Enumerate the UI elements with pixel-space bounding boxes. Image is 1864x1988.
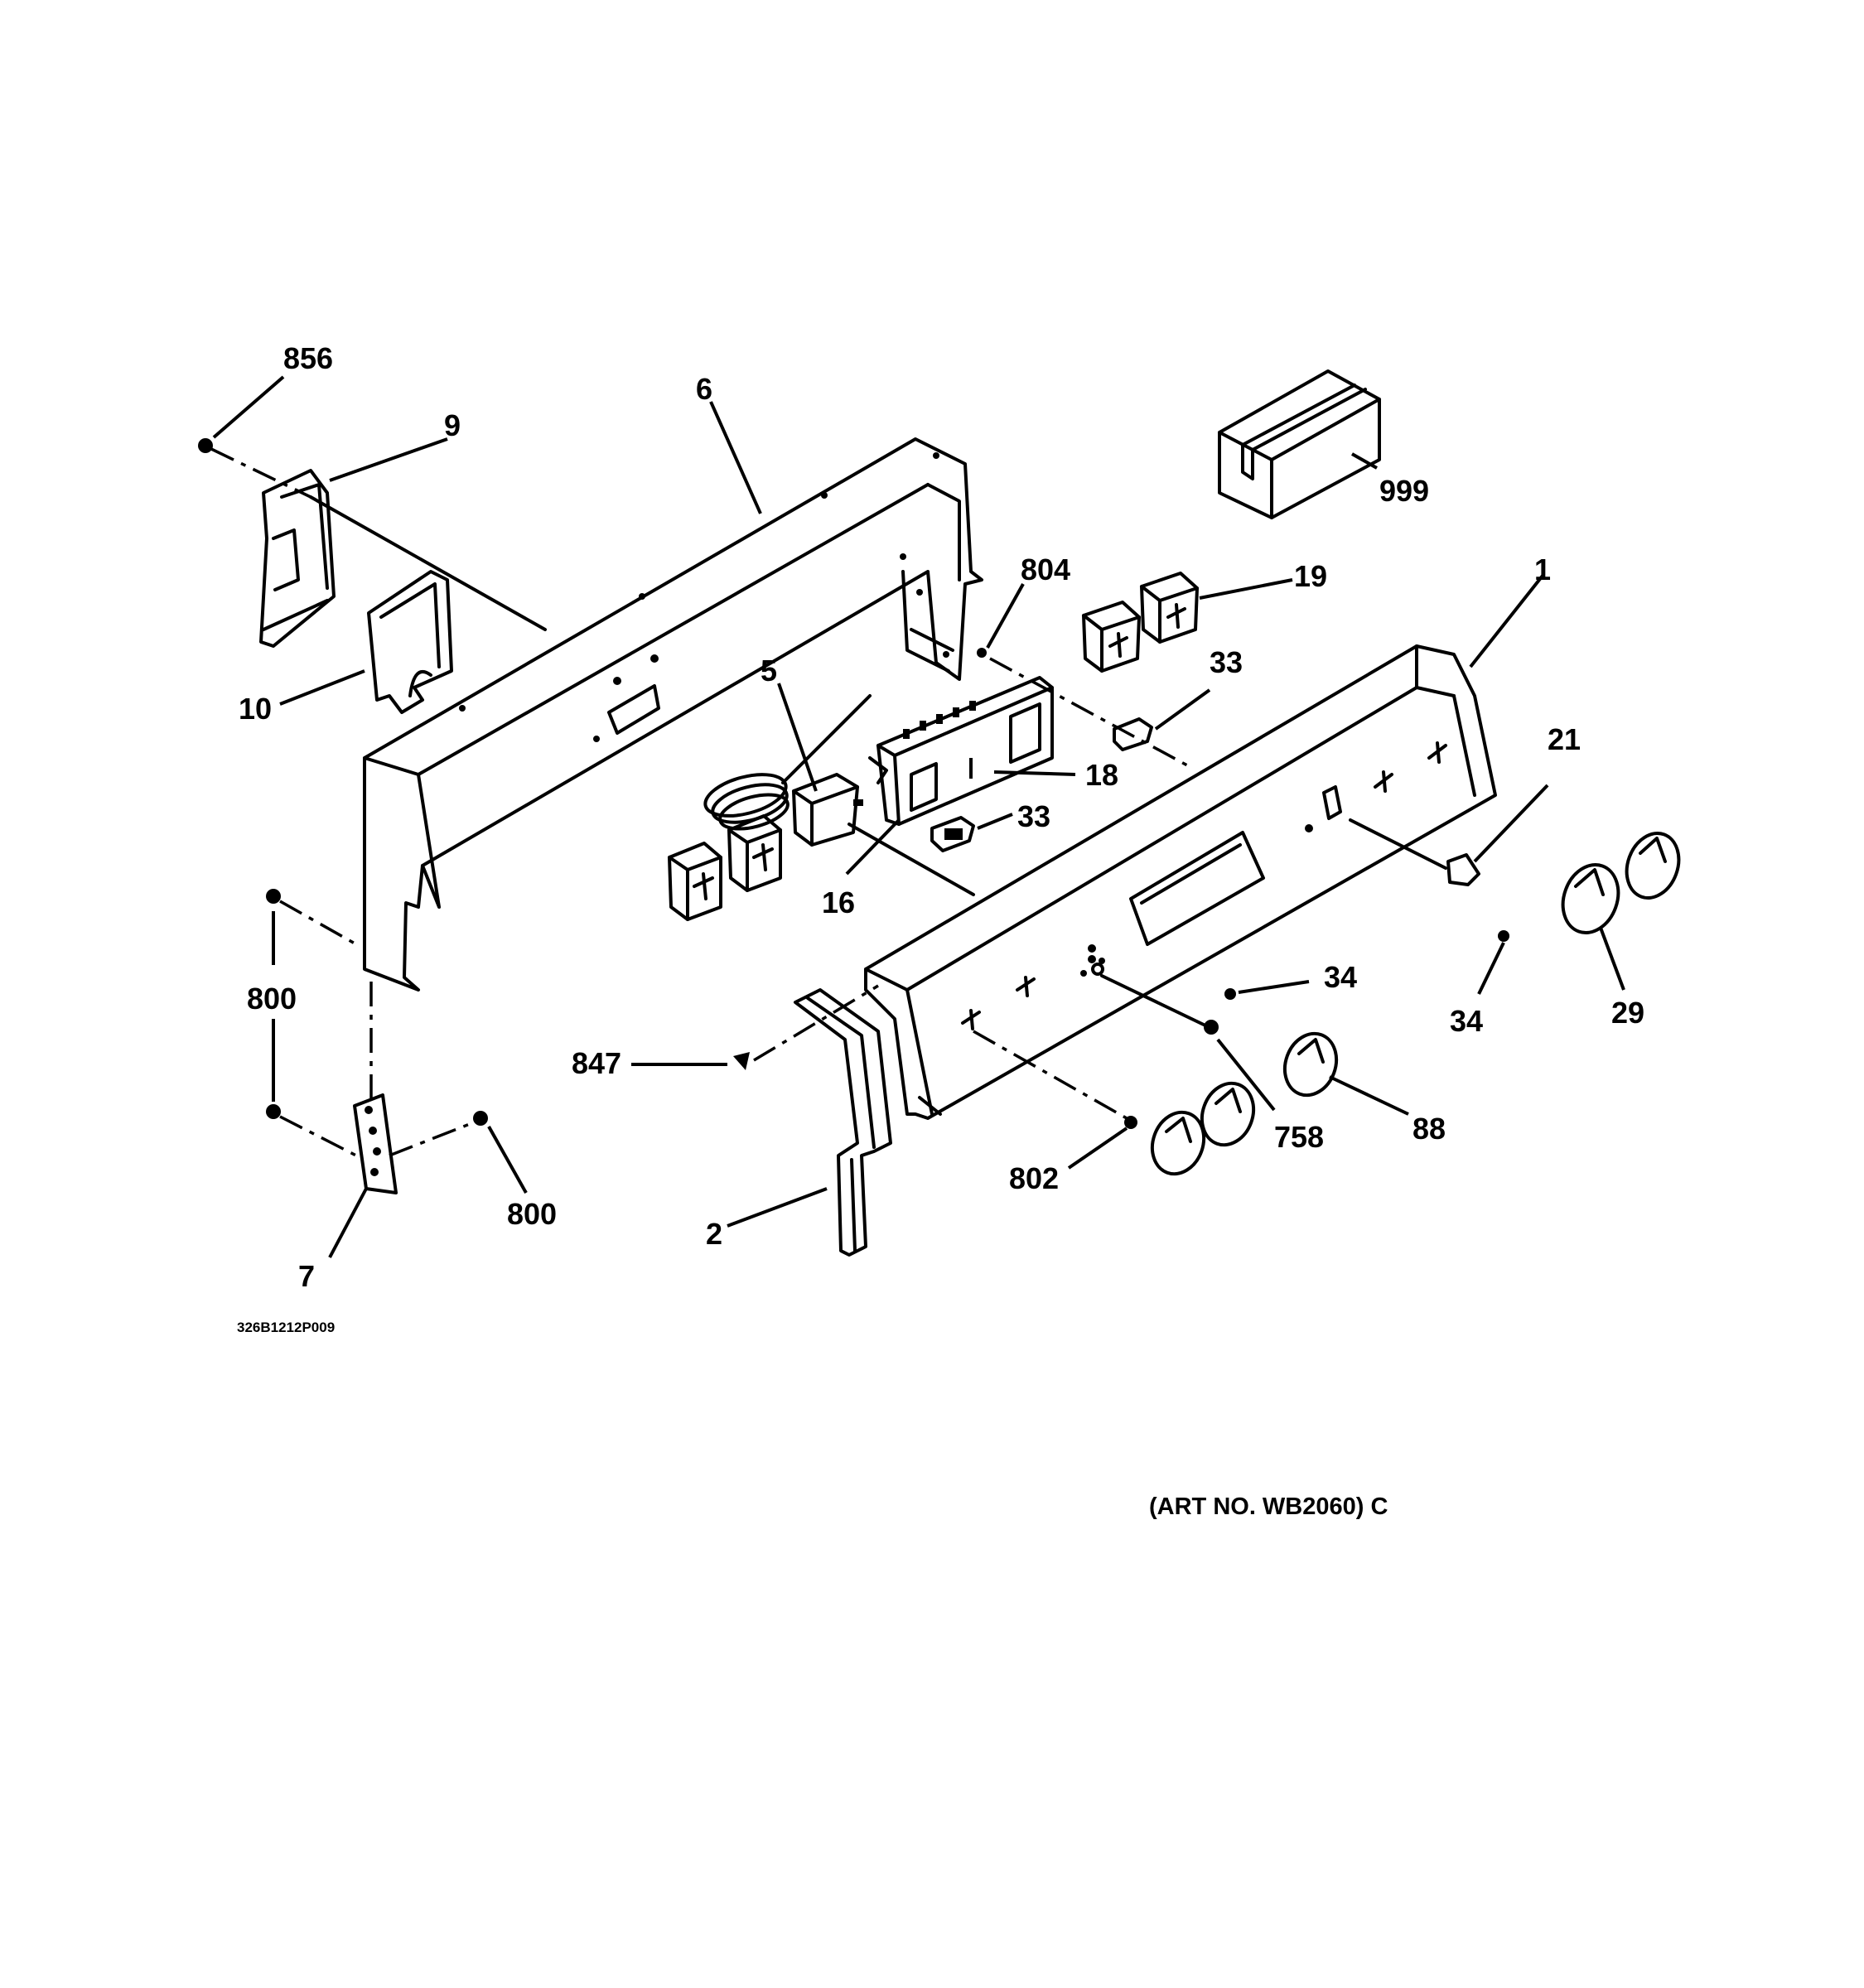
callout-34-right: 34 [1450, 1004, 1483, 1038]
callout-labels: 856 9 6 999 804 19 1 10 5 33 18 33 21 16… [239, 341, 1644, 1293]
control-panel-1 [864, 644, 1497, 1120]
knob-lower-1 [1150, 1110, 1206, 1176]
callout-758: 758 [1274, 1120, 1324, 1154]
callout-1: 1 [1534, 552, 1551, 586]
callout-34-left: 34 [1324, 960, 1357, 994]
infinite-switch-5 [792, 773, 863, 847]
callout-6: 6 [696, 372, 712, 406]
callout-10: 10 [239, 692, 272, 726]
callout-804: 804 [1021, 552, 1070, 586]
screw-800-upper [266, 889, 281, 904]
callout-18: 18 [1085, 758, 1118, 792]
switch-pair-19 [1082, 572, 1199, 673]
panel-mount-holes [961, 741, 1447, 1030]
screw-800-lower [266, 1104, 281, 1119]
callout-2: 2 [706, 1217, 722, 1251]
clip-33-lower [930, 816, 975, 852]
callout-999: 999 [1379, 474, 1429, 508]
callout-9: 9 [444, 408, 461, 442]
bracket-7 [353, 1093, 398, 1194]
callout-19: 19 [1294, 559, 1327, 593]
callout-7: 7 [298, 1259, 315, 1293]
clip-21 [1446, 853, 1480, 886]
screw-856 [198, 438, 213, 453]
fasteners [198, 438, 1509, 1129]
callout-16: 16 [822, 885, 855, 919]
callout-33-lower: 33 [1017, 799, 1050, 833]
bracket-10 [367, 570, 453, 714]
knob-29-right [1625, 832, 1681, 900]
callout-33-upper: 33 [1210, 645, 1243, 679]
nut-34-left [1224, 988, 1236, 1000]
nut-34-right [1498, 930, 1509, 942]
callout-29: 29 [1611, 996, 1644, 1030]
control-board-18 [868, 676, 1054, 826]
bracket-9 [259, 469, 336, 648]
callout-800-right: 800 [507, 1197, 557, 1231]
knob-lower-2 [1200, 1081, 1256, 1147]
side-trim-2 [794, 988, 892, 1257]
drawing-code: 326B1212P009 [237, 1320, 335, 1335]
switch-pair-lower [668, 814, 782, 921]
parts-box-999 [1218, 369, 1381, 519]
screw-804 [977, 648, 987, 658]
coil-wire [703, 694, 872, 831]
art-number: (ART NO. WB2060) C [1149, 1493, 1388, 1520]
screw-800-right [473, 1111, 488, 1126]
backsplash-housing [363, 437, 983, 992]
callout-856: 856 [283, 341, 333, 375]
screw-847 [733, 1052, 750, 1070]
callout-802: 802 [1009, 1161, 1059, 1195]
callout-800-left: 800 [247, 982, 297, 1016]
knob-29-left [1561, 863, 1620, 934]
callout-5: 5 [761, 654, 777, 688]
screw-802 [1124, 1116, 1137, 1129]
knob-group [1150, 832, 1681, 1176]
knob-88 [1282, 1031, 1339, 1098]
callout-21: 21 [1548, 722, 1581, 756]
alignment-lines [210, 447, 1447, 1157]
callout-847: 847 [572, 1046, 621, 1080]
screw-758 [1204, 1020, 1219, 1035]
callout-88: 88 [1412, 1112, 1446, 1146]
leader-lines [212, 375, 1625, 1258]
